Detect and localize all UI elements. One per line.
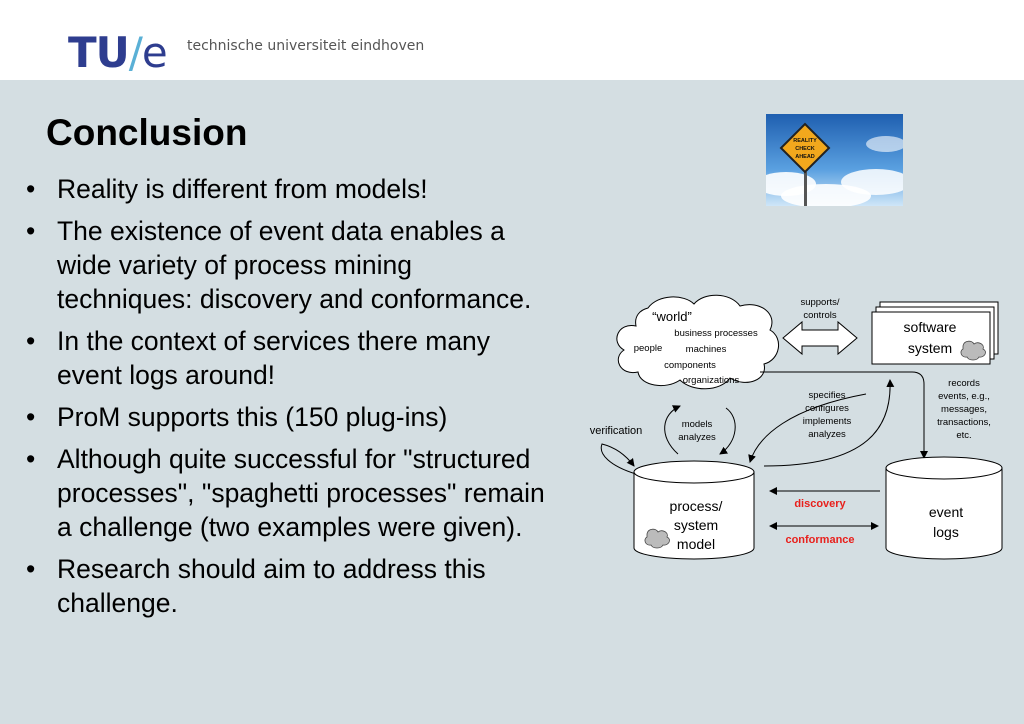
svg-text:REALITY: REALITY xyxy=(793,138,817,144)
svg-text:specifies: specifies xyxy=(809,390,846,401)
svg-text:configures: configures xyxy=(805,403,849,414)
discovery-label: discovery xyxy=(794,498,846,510)
world-item: business processes xyxy=(674,328,758,339)
world-item: machines xyxy=(686,344,727,355)
svg-text:messages,: messages, xyxy=(941,404,987,415)
event-logs-cylinder xyxy=(885,468,1003,560)
software-label: software xyxy=(904,319,957,335)
world-cloud xyxy=(616,294,779,390)
models-loop-arrow xyxy=(664,405,681,455)
world-item: people xyxy=(634,343,663,354)
world-item: organizations xyxy=(683,375,740,386)
tue-logo: TU/e xyxy=(68,28,168,77)
bullet-item: In the context of services there many ev… xyxy=(24,324,554,392)
bullet-item: ProM supports this (150 plug-ins) xyxy=(24,400,554,434)
reality-check-sign-image: REALITY CHECK AHEAD xyxy=(766,114,903,206)
world-item: components xyxy=(664,360,716,371)
slide-title: Conclusion xyxy=(46,112,248,153)
svg-text:logs: logs xyxy=(933,524,959,540)
svg-text:event: event xyxy=(929,504,963,520)
process-mining-diagram: “world” business processes people machin… xyxy=(580,286,1010,581)
records-arrow xyxy=(760,371,928,459)
bullet-list: Reality is different from models! The ex… xyxy=(24,172,554,628)
bullet-item: Reality is different from models! xyxy=(24,172,554,206)
svg-text:CHECK: CHECK xyxy=(795,146,815,152)
specifies-arrow xyxy=(763,379,895,467)
svg-text:transactions,: transactions, xyxy=(937,417,991,428)
svg-text:system: system xyxy=(674,517,718,533)
software-cloud-icon xyxy=(960,340,986,361)
svg-text:analyzes: analyzes xyxy=(678,432,716,443)
svg-text:events, e.g.,: events, e.g., xyxy=(938,391,990,402)
svg-text:records: records xyxy=(948,378,980,389)
svg-text:AHEAD: AHEAD xyxy=(795,154,815,160)
model-cloud-icon xyxy=(644,528,670,549)
header-bar: TU/e technische universiteit eindhoven xyxy=(0,0,1024,80)
world-title: “world” xyxy=(652,309,692,324)
verification-label: verification xyxy=(590,425,643,437)
svg-text:analyzes: analyzes xyxy=(808,429,846,440)
university-name: technische universiteit eindhoven xyxy=(187,38,425,54)
svg-text:etc.: etc. xyxy=(956,430,971,441)
verification-loop-arrow xyxy=(600,443,637,475)
bullet-item: Although quite successful for "structure… xyxy=(24,442,554,544)
supports-label: supports/ xyxy=(800,297,839,308)
supports-double-arrow xyxy=(782,320,858,356)
svg-text:model: model xyxy=(677,536,715,552)
svg-text:models: models xyxy=(682,419,713,430)
controls-label: controls xyxy=(803,310,837,321)
bullet-item: Research should aim to address this chal… xyxy=(24,552,554,620)
bullet-item: The existence of event data enables a wi… xyxy=(24,214,554,316)
svg-text:implements: implements xyxy=(803,416,852,427)
svg-text:process/: process/ xyxy=(670,498,723,514)
system-label: system xyxy=(908,340,952,356)
conformance-label: conformance xyxy=(785,534,854,546)
